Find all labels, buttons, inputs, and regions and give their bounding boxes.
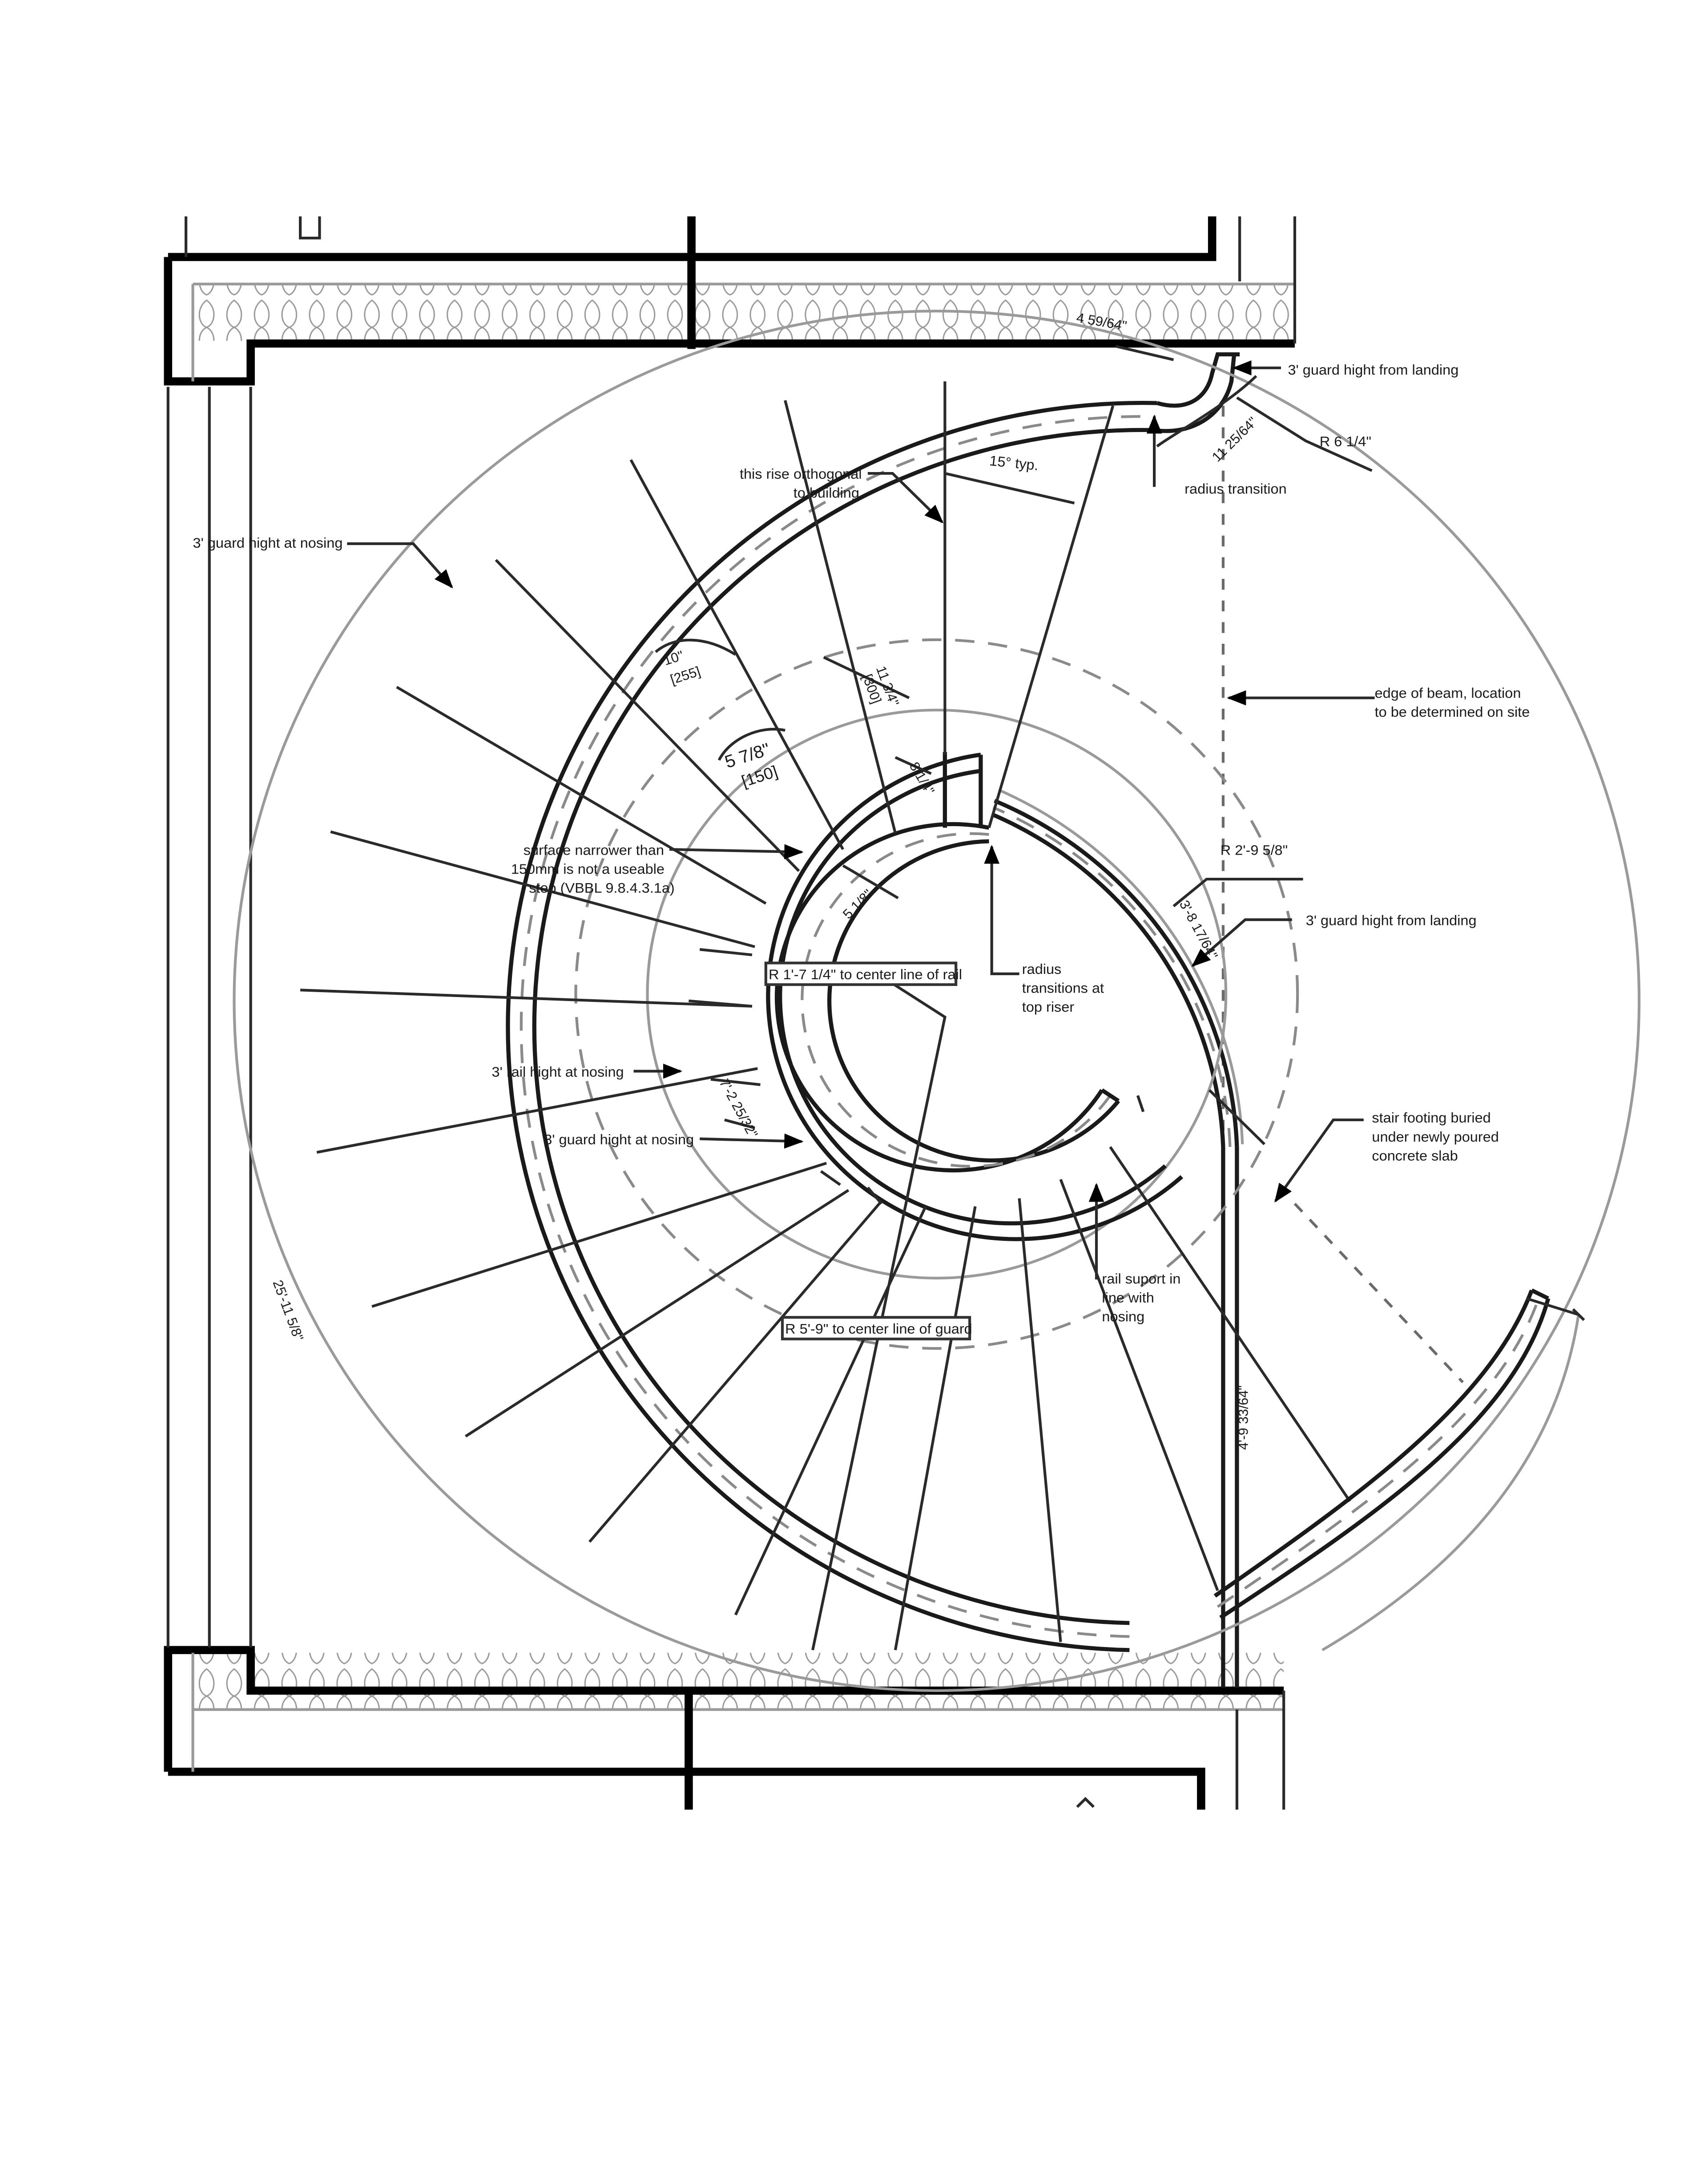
note-surface-1: surface narrower than xyxy=(524,842,664,858)
dim-tread-ten-mm: [255] xyxy=(668,663,702,687)
note-fifteen-typ: 15° typ. xyxy=(989,452,1039,473)
note-footing-3: concrete slab xyxy=(1372,1148,1458,1164)
lower-curved-rail xyxy=(1213,1203,1585,1651)
left-wall-columns xyxy=(166,387,252,1647)
note-guard-radius: R 5'-9" to center line of guard xyxy=(785,1321,972,1337)
leader-lines xyxy=(347,345,1375,1651)
dim-seven-two: 7'-2 25/32" xyxy=(716,1076,761,1140)
note-radius-top-1: radius xyxy=(1022,961,1062,977)
rail-radius-box xyxy=(764,961,958,986)
note-guard-top-landing: 3' guard hight from landing xyxy=(1288,362,1458,378)
note-radius-top-2: transitions at xyxy=(1022,980,1104,996)
note-edge-beam-2: to be determined on site xyxy=(1375,704,1530,720)
right-guard-and-curve xyxy=(991,788,1244,1688)
guard-radius-box xyxy=(781,1316,971,1340)
note-footing-2: under newly poured xyxy=(1372,1129,1499,1145)
dim-five-eighth: 5 1/8" xyxy=(840,886,876,922)
note-rail-radius: R 1'-7 1/4" to center line of rail xyxy=(769,966,962,982)
dim-overall: 25'-11 5/8" xyxy=(270,1278,307,1343)
dim-radius-chord: 11 25/64" xyxy=(1209,414,1261,464)
note-guard-nosing-top: 3' guard hight at nosing xyxy=(193,535,343,551)
inner-rail xyxy=(766,752,1184,1241)
note-rise-orthogonal-1: this rise orthogonal xyxy=(740,466,862,482)
note-surface-2: 150mm is not a useable xyxy=(511,861,665,877)
note-r-two-nine: R 2'-9 5/8" xyxy=(1221,842,1288,858)
note-rail-support-2: line with xyxy=(1102,1290,1154,1306)
note-rail-nosing: 3' rail hight at nosing xyxy=(492,1064,624,1080)
note-surface-3: step (VBBL 9.8.4.3.1a) xyxy=(529,880,675,896)
note-rail-support-1: rail suport in xyxy=(1102,1271,1180,1287)
note-guard-mid-landing: 3' guard hight from landing xyxy=(1306,912,1477,929)
bottom-wall xyxy=(164,1646,1285,1810)
note-r-six: R 6 1/4" xyxy=(1320,433,1371,449)
note-rail-support-3: nosing xyxy=(1102,1308,1144,1324)
note-guard-nosing-low: 3' guard hight at nosing xyxy=(544,1131,694,1147)
top-wall xyxy=(164,216,1298,386)
dim-four-nine: 4'-9 33/64" xyxy=(1235,1385,1251,1450)
tread-lines xyxy=(300,381,1351,1651)
note-radius-top-3: top riser xyxy=(1022,999,1075,1015)
note-radius-transition: radius transition xyxy=(1184,481,1286,497)
note-rise-orthogonal-2: to building xyxy=(794,485,859,501)
annotation-text: 3' guard hight from landing R 6 1/4" rad… xyxy=(193,362,1530,1340)
note-footing-1: stair footing buried xyxy=(1372,1110,1490,1126)
dim-tread-ten: 10" xyxy=(661,648,685,669)
note-edge-beam-1: edge of beam, location xyxy=(1375,685,1521,701)
